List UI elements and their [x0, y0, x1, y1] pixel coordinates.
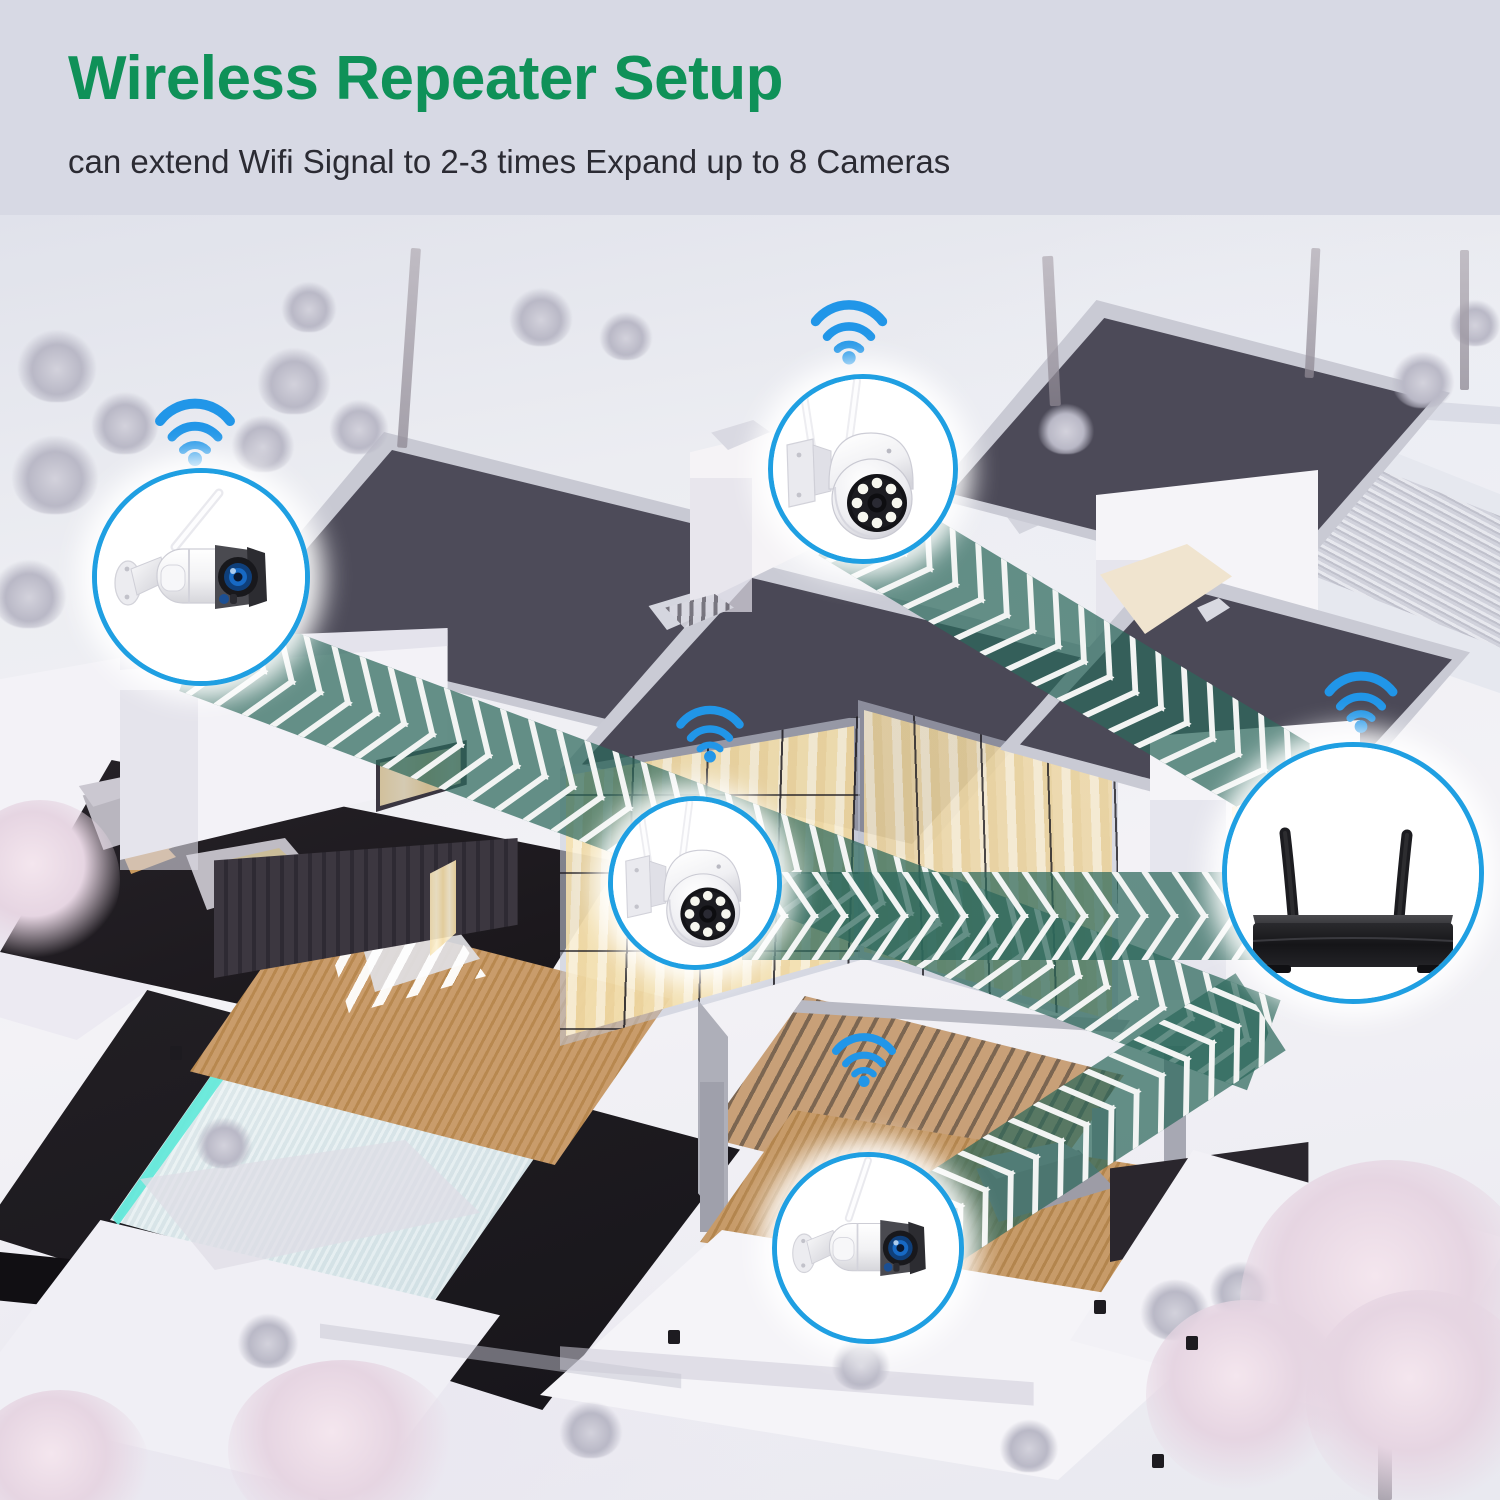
- wifi-signal-icon-4: [1320, 668, 1402, 734]
- shrub-13: [1038, 404, 1094, 454]
- wall-left-wing-underside: [120, 690, 198, 870]
- shrub-20: [1000, 1420, 1058, 1472]
- wall-center-block-shade: [690, 478, 752, 612]
- shrub-16: [196, 1118, 252, 1168]
- ground-light-1: [170, 1046, 182, 1060]
- signal-beam-camera3-to-nvr: [742, 872, 1302, 960]
- ground-light-3: [1186, 1336, 1198, 1350]
- ptz-dome-camera-icon: [625, 801, 742, 948]
- device-bubble-camera-2[interactable]: [768, 374, 958, 564]
- bubble-inner-nvr: [1227, 747, 1479, 999]
- shrub-8: [282, 282, 336, 332]
- shrub-3: [258, 348, 330, 414]
- ground-light-2: [1094, 1300, 1106, 1314]
- shrub-7: [0, 560, 66, 628]
- device-bubble-camera-4[interactable]: [772, 1152, 964, 1344]
- bubble-inner-camera-2: [773, 379, 953, 559]
- header-band: Wireless Repeater Setup can extend Wifi …: [0, 0, 1500, 215]
- wifi-signal-icon-1: [150, 395, 240, 467]
- blossom-tree-right-3: [1146, 1300, 1346, 1490]
- wifi-signal-icon-3: [672, 702, 748, 764]
- nvr-router-icon: [1252, 827, 1454, 973]
- device-bubble-camera-3[interactable]: [608, 796, 782, 970]
- shrub-12: [1450, 300, 1500, 346]
- pergola-column-left: [700, 1082, 724, 1232]
- shrub-2: [92, 392, 158, 454]
- shrub-18: [560, 1402, 622, 1458]
- shrub-9: [510, 288, 572, 346]
- shrub-11: [1392, 352, 1454, 408]
- shrub-1: [18, 330, 96, 402]
- bubble-inner-camera-4: [777, 1157, 959, 1339]
- ground-light-5: [668, 1330, 680, 1344]
- bubble-inner-camera-3: [613, 801, 777, 965]
- ptz-dome-camera-icon: [786, 379, 914, 540]
- device-bubble-nvr[interactable]: [1222, 742, 1484, 1004]
- ground-light-4: [1152, 1454, 1164, 1468]
- shrub-5: [232, 416, 294, 472]
- tree-trunk-4: [1460, 250, 1469, 390]
- wifi-signal-icon-2: [806, 296, 892, 366]
- shrub-4: [330, 400, 388, 454]
- wifi-signal-icon-5: [828, 1030, 900, 1088]
- device-bubble-camera-1[interactable]: [92, 468, 310, 686]
- shrub-17: [238, 1314, 298, 1368]
- bullet-camera-icon: [792, 1157, 926, 1276]
- page-subtitle: can extend Wifi Signal to 2-3 times Expa…: [68, 143, 951, 180]
- bullet-camera-icon: [114, 488, 267, 609]
- blossom-tree-bottom-1: [228, 1360, 458, 1500]
- bubble-inner-camera-1: [97, 473, 305, 681]
- shrub-6: [12, 436, 98, 514]
- page-title: Wireless Repeater Setup: [68, 44, 784, 113]
- shrub-10: [600, 312, 652, 360]
- shrub-19: [832, 1338, 890, 1390]
